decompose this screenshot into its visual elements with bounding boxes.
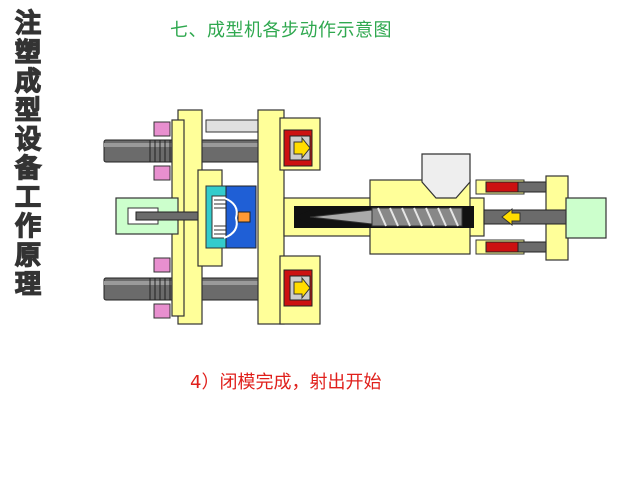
mold [223,185,257,249]
pink-nuts [153,121,171,319]
injection-cylinder-lower [475,239,549,255]
hopper [421,153,471,199]
side-title-char: 作 [14,212,41,242]
guide-bar-top [205,119,267,133]
side-title-char: 原 [14,241,41,271]
side-title-char: 备 [14,154,41,184]
clamp-housing-lower [279,255,321,325]
side-title-char: 注 [14,9,41,39]
side-title-char: 成 [14,67,41,97]
screw [309,207,463,227]
page-title: 七、成型机各步动作示意图 [170,20,392,41]
side-title-char: 型 [14,96,41,126]
side-title: 注塑成型设备工作原理 [8,9,48,300]
clamp-housing-upper [279,117,321,171]
hydraulic-motor [565,197,607,239]
injection-piston [483,207,569,227]
right-arrow-icon [293,276,311,300]
right-arrow-icon [293,136,311,160]
side-title-char: 塑 [14,38,41,68]
side-title-char: 工 [14,183,41,213]
injection-cylinder-upper [475,179,549,195]
clamp-cylinder [115,197,199,235]
side-title-char: 设 [14,125,41,155]
side-title-char: 理 [14,270,41,300]
left-arrow-icon [501,207,521,227]
step-caption: 4）闭模完成，射出开始 [190,372,382,393]
